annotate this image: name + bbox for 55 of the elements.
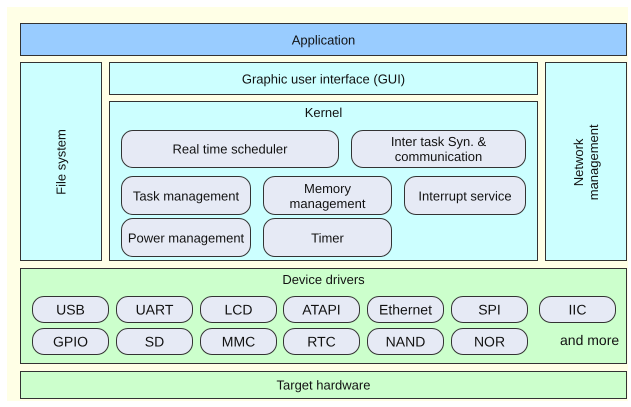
side-panel [545,62,627,261]
node-label: UART [134,302,174,317]
module-box [263,218,392,257]
module-box [404,176,526,215]
module-box [121,130,339,168]
node-label: NAND [384,334,426,349]
node-label: Inter task Syn. & communication [390,134,488,164]
node-label: Timer [310,230,345,245]
node-label: Application [290,32,356,47]
layer-band [20,23,627,56]
node-label: Power management [126,230,246,245]
node-label: ATAPI [301,302,342,317]
module-box [263,176,392,215]
node-label: Device drivers [281,272,366,287]
node-label: Kernel [304,105,344,120]
driver-box [367,328,444,355]
driver-box [283,296,360,323]
node-label: MMC [220,334,256,349]
node-label: RTC [306,334,337,349]
driver-box [451,328,528,355]
node-label: NOR [472,334,506,349]
layer-band [20,371,627,399]
node-label: USB [55,302,86,317]
layer-panel [20,268,627,364]
driver-box [451,296,528,323]
driver-box [283,328,360,355]
driver-box [32,328,109,355]
layer-panel [109,101,538,261]
driver-box [539,296,616,323]
node-label: LCD [223,302,254,317]
node-label: SPI [477,302,502,317]
node-label: Task management [132,188,240,203]
module-box [121,218,251,257]
module-box [351,130,526,168]
node-label: File system [54,128,68,194]
node-label: Target hardware [276,378,372,392]
node-label: Network management [571,122,601,202]
driver-box [32,296,109,323]
side-panel [20,62,102,261]
node-label: GPIO [52,334,89,349]
node-label: Interrupt service [417,188,513,203]
node-label: Memory management [288,180,366,210]
driver-box [367,296,444,323]
node-label: IIC [568,302,588,317]
driver-box [116,296,193,323]
module-box [121,176,251,215]
driver-box [116,328,193,355]
node-label: SD [144,334,166,349]
layer-band [109,62,538,95]
node-label: Graphic user interface (GUI) [240,71,406,86]
driver-box [200,296,277,323]
node-label: Ethernet [378,302,433,317]
note-text: and more [560,332,620,348]
driver-box [200,328,277,355]
node-label: Real time scheduler [172,142,288,156]
